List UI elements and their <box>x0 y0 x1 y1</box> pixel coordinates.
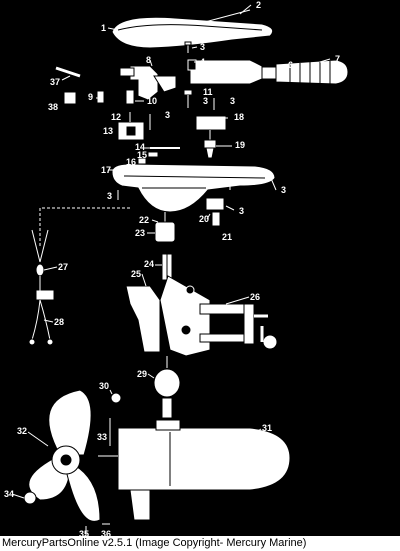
callout-9: 9 <box>88 92 93 102</box>
callout-5: 5 <box>238 68 243 78</box>
bracket-38-part <box>63 91 77 105</box>
callout-11: 11 <box>203 87 213 97</box>
callout-30: 30 <box>99 381 109 391</box>
top-cover-part <box>111 9 274 49</box>
callout-37: 37 <box>50 77 60 87</box>
callout-19: 19 <box>235 140 245 150</box>
callout-15: 15 <box>137 150 147 160</box>
callout-3: 3 <box>203 96 208 106</box>
callout-24: 24 <box>144 259 154 269</box>
callout-3: 3 <box>165 110 170 120</box>
callout-22: 22 <box>139 215 149 225</box>
callout-4: 4 <box>200 57 205 67</box>
mount-bracket-26-part <box>125 275 278 357</box>
callout-23: 23 <box>135 228 145 238</box>
callout-3: 3 <box>107 191 112 201</box>
callout-14: 14 <box>135 142 145 152</box>
callout-34: 34 <box>4 489 14 499</box>
lower-housing-17-part <box>111 163 276 213</box>
cable-gland-20-part <box>205 197 235 227</box>
pin-part <box>55 66 81 78</box>
top-cover-bolt <box>184 41 192 53</box>
speed-control-18-part <box>195 115 227 159</box>
battery-cable-27-part <box>28 229 55 346</box>
callout-32: 32 <box>17 426 27 436</box>
callout-38: 38 <box>48 102 58 112</box>
callout-27: 27 <box>58 262 68 272</box>
motor-31-part <box>117 419 291 521</box>
footer-text: MercuryPartsOnline v2.5.1 (Image Copyrig… <box>2 537 307 549</box>
callout-3: 3 <box>230 96 235 106</box>
callout-26: 26 <box>250 292 260 302</box>
callout-1: 1 <box>101 23 106 33</box>
callout-31: 31 <box>262 423 272 433</box>
leader-lines <box>11 4 331 499</box>
callout-28: 28 <box>54 317 64 327</box>
board-13-part <box>117 112 151 141</box>
callout-7: 7 <box>335 54 340 64</box>
connector-10-part <box>125 89 135 105</box>
bolt-14-part <box>137 147 180 165</box>
battery-cable-line <box>39 207 130 246</box>
callout-29: 29 <box>137 369 147 379</box>
callout-36: 36 <box>101 529 111 536</box>
callout-16: 16 <box>126 157 136 167</box>
tiller-handle-part <box>187 59 349 85</box>
shaft-collar-23-part <box>154 212 176 243</box>
callout-17: 17 <box>101 165 111 175</box>
callout-25: 25 <box>131 269 141 279</box>
washer-30-part <box>110 392 122 404</box>
switch-part <box>119 65 177 101</box>
copyright-footer: MercuryPartsOnline v2.5.1 (Image Copyrig… <box>0 536 400 551</box>
callout-6: 6 <box>288 60 293 70</box>
callout-3: 3 <box>281 185 286 195</box>
screw-11-part <box>183 89 193 108</box>
callout-3: 3 <box>200 42 205 52</box>
callout-20: 20 <box>199 214 209 224</box>
shaft-24-part <box>161 253 173 281</box>
callout-3: 3 <box>239 206 244 216</box>
propeller-32-part <box>28 389 101 522</box>
collar-29-part <box>153 356 181 419</box>
callout-12: 12 <box>111 112 121 122</box>
callout-21: 21 <box>222 232 232 242</box>
callout-35: 35 <box>79 529 89 536</box>
callout-13: 13 <box>103 126 113 136</box>
prop-nut-34-part <box>23 491 37 505</box>
clip-9-part <box>96 90 105 104</box>
callout-2: 2 <box>256 0 261 10</box>
callout-10: 10 <box>147 96 157 106</box>
callout-33: 33 <box>97 432 107 442</box>
callout-8: 8 <box>146 55 151 65</box>
callout-18: 18 <box>234 112 244 122</box>
